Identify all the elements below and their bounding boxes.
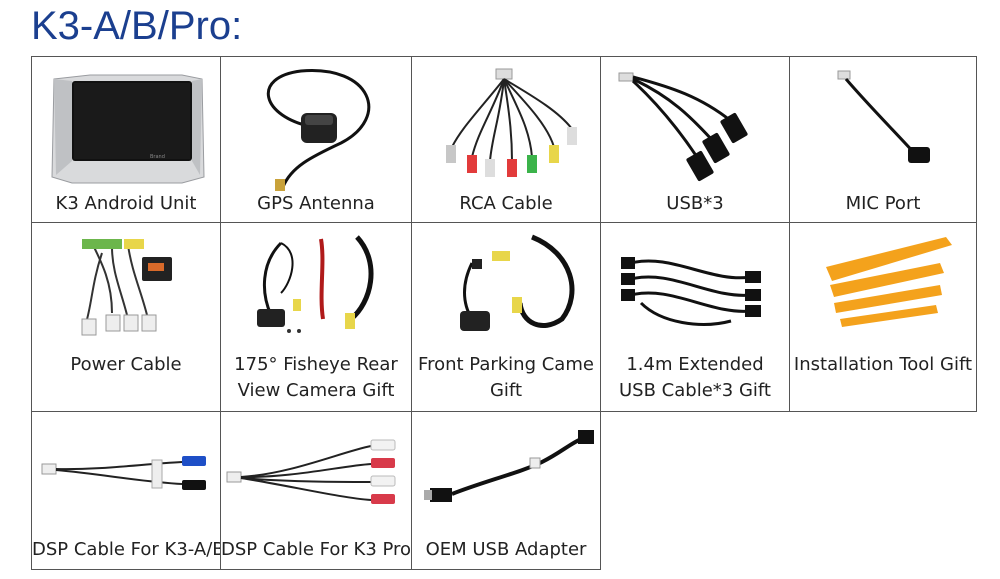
item-label: RCA Cable bbox=[459, 193, 553, 214]
page-title: K3-A/B/Pro: bbox=[31, 4, 243, 48]
item-installation-tool: Installation Tool Gift bbox=[789, 222, 977, 412]
gps-antenna-icon bbox=[221, 57, 411, 197]
dsp-cable-icon bbox=[32, 412, 220, 532]
item-rca-cable: RCA Cable bbox=[411, 56, 601, 223]
usb-extension-cable-icon bbox=[601, 223, 789, 343]
item-gps-antenna: GPS Antenna bbox=[220, 56, 412, 223]
item-label-line-2: Gift bbox=[489, 380, 523, 401]
item-label: DSP Cable For K3 Pro bbox=[221, 539, 412, 560]
oem-usb-adapter-icon bbox=[412, 412, 600, 532]
svg-text:Brand: Brand bbox=[150, 154, 165, 160]
item-label: GPS Antenna bbox=[257, 193, 375, 214]
item-k3-android-unit: Brand K3 Android Unit bbox=[31, 56, 221, 223]
item-label: 1.4m Extended bbox=[626, 354, 764, 375]
rca-cable-icon bbox=[412, 57, 600, 197]
android-head-unit-icon: Brand bbox=[32, 57, 220, 197]
item-rear-camera: 175° Fisheye Rear View Camera Gift bbox=[220, 222, 412, 412]
item-dsp-cable-k3-pro: DSP Cable For K3 Pro bbox=[220, 411, 412, 570]
item-usb-3: USB*3 bbox=[600, 56, 790, 223]
item-label-line-2: View Camera Gift bbox=[237, 380, 395, 401]
item-label: Installation Tool Gift bbox=[793, 354, 973, 375]
item-power-cable: Power Cable bbox=[31, 222, 221, 412]
front-camera-icon bbox=[412, 223, 600, 343]
item-mic-port: MIC Port bbox=[789, 56, 977, 223]
usb-cable-icon bbox=[601, 57, 789, 197]
power-cable-icon bbox=[32, 223, 220, 343]
item-label: DSP Cable For K3-A/B bbox=[32, 539, 225, 560]
item-dsp-cable-k3-ab: DSP Cable For K3-A/B bbox=[31, 411, 225, 570]
item-label: K3 Android Unit bbox=[55, 193, 197, 214]
item-oem-usb-adapter: OEM USB Adapter bbox=[411, 411, 601, 570]
item-label: 175° Fisheye Rear bbox=[234, 354, 398, 375]
item-usb-extension: 1.4m Extended USB Cable*3 Gift bbox=[600, 222, 790, 412]
item-label: MIC Port bbox=[845, 193, 921, 214]
item-label: USB*3 bbox=[666, 193, 724, 214]
mic-port-icon bbox=[790, 57, 976, 197]
item-label: Power Cable bbox=[70, 354, 182, 375]
accessories-grid: Brand K3 Android Unit GPS Antenna bbox=[31, 56, 977, 570]
pry-tool-icon bbox=[790, 223, 976, 343]
item-label-line-2: USB Cable*3 Gift bbox=[619, 380, 771, 401]
item-label: Front Parking Came bbox=[418, 354, 594, 375]
dsp-cable-pro-icon bbox=[221, 412, 411, 532]
rear-camera-icon bbox=[221, 223, 411, 343]
item-label: OEM USB Adapter bbox=[425, 539, 587, 560]
item-front-camera: Front Parking Came Gift bbox=[411, 222, 601, 412]
